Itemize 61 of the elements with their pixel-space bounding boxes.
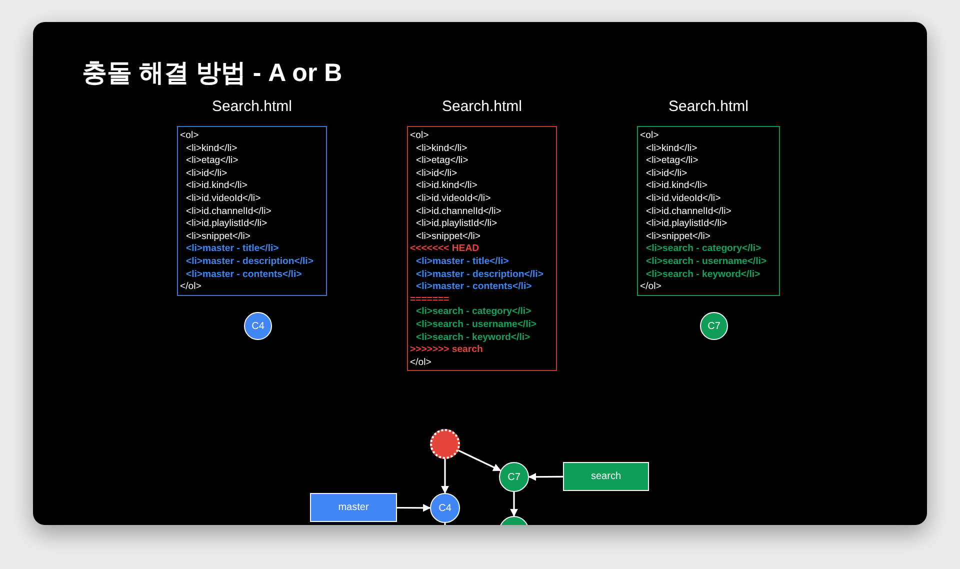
code-line: <li>id.playlistId</li> xyxy=(645,218,728,231)
code-line: <ol> xyxy=(180,130,200,143)
code-line: <li>kind</li> xyxy=(645,142,698,156)
code-line: <li>master - contents</li> xyxy=(185,268,303,282)
code-line: <li>id.channelId</li> xyxy=(645,206,732,218)
code-line: <li>search - keyword</li> xyxy=(645,268,762,282)
code-line: <li>id.videoId</li> xyxy=(185,192,262,206)
code-line: <li>etag</li> xyxy=(185,155,240,168)
code-line: <li>etag</li> xyxy=(415,155,470,168)
code-line: <li>id.playlistId</li> xyxy=(185,218,268,231)
slide-title: 충돌 해결 방법 - A or B xyxy=(82,58,342,89)
code-line: >>>>>>> search xyxy=(410,344,484,357)
arrow xyxy=(441,459,449,494)
arrow xyxy=(528,472,563,481)
code-line: <li>master - title</li> xyxy=(415,256,510,269)
code-line: <li>id</li> xyxy=(185,168,228,180)
commit-circle xyxy=(430,429,460,459)
code-line: <li>id.kind</li> xyxy=(645,180,708,193)
file-name: Search.html xyxy=(440,98,524,115)
arrow xyxy=(397,504,431,512)
code-line: </ol> xyxy=(640,281,662,294)
code-line: <li>kind</li> xyxy=(415,142,468,156)
code-line: <li>id.channelId</li> xyxy=(185,206,272,218)
commit-circle: C4 xyxy=(244,312,272,340)
code-line: <li>master - title</li> xyxy=(185,243,280,256)
code-line: </ol> xyxy=(180,281,202,294)
code-line: <ol> xyxy=(640,130,660,143)
code-line: <li>id</li> xyxy=(415,168,458,180)
code-line: <li>search - username</li> xyxy=(645,256,768,269)
code-line: <li>snippet</li> xyxy=(645,230,712,244)
arrow xyxy=(510,492,518,517)
code-line: ======= xyxy=(410,294,450,306)
commit-circle: C4 xyxy=(430,493,460,523)
code-line: <li>id.channelId</li> xyxy=(415,206,502,218)
file-name: Search.html xyxy=(210,98,294,115)
code-line: <li>kind</li> xyxy=(185,142,238,156)
arrow xyxy=(458,450,502,472)
branch-label: search xyxy=(563,462,649,491)
code-line: <li>id.kind</li> xyxy=(185,180,248,193)
code-line: <li>etag</li> xyxy=(645,155,700,168)
file-name: Search.html xyxy=(667,98,750,115)
code-line: <li>id.kind</li> xyxy=(415,180,478,193)
code-line: <li>master - contents</li> xyxy=(415,281,533,294)
code-line: <li>snippet</li> xyxy=(185,230,252,244)
branch-label: master xyxy=(310,493,397,522)
code-line: <li>master - description</li> xyxy=(415,268,544,282)
code-line: <li>search - category</li> xyxy=(415,306,532,319)
code-line: <ol> xyxy=(410,130,430,143)
code-line: <li>search - username</li> xyxy=(415,318,538,332)
code-line: <li>id.playlistId</li> xyxy=(415,218,498,231)
code-line: <<<<<<< HEAD xyxy=(410,243,480,256)
code-line: <li>search - keyword</li> xyxy=(415,332,532,344)
code-line: <li>id.videoId</li> xyxy=(645,192,722,206)
code-line: <li>id</li> xyxy=(645,168,688,180)
code-line: <li>snippet</li> xyxy=(415,230,482,244)
commit-circle: C7 xyxy=(700,312,728,340)
code-line: <li>search - category</li> xyxy=(645,243,762,256)
code-line: </ol> xyxy=(410,356,432,370)
commit-circle: C7 xyxy=(499,462,529,492)
code-line: <li>master - description</li> xyxy=(185,256,314,269)
code-line: <li>id.videoId</li> xyxy=(415,192,492,206)
